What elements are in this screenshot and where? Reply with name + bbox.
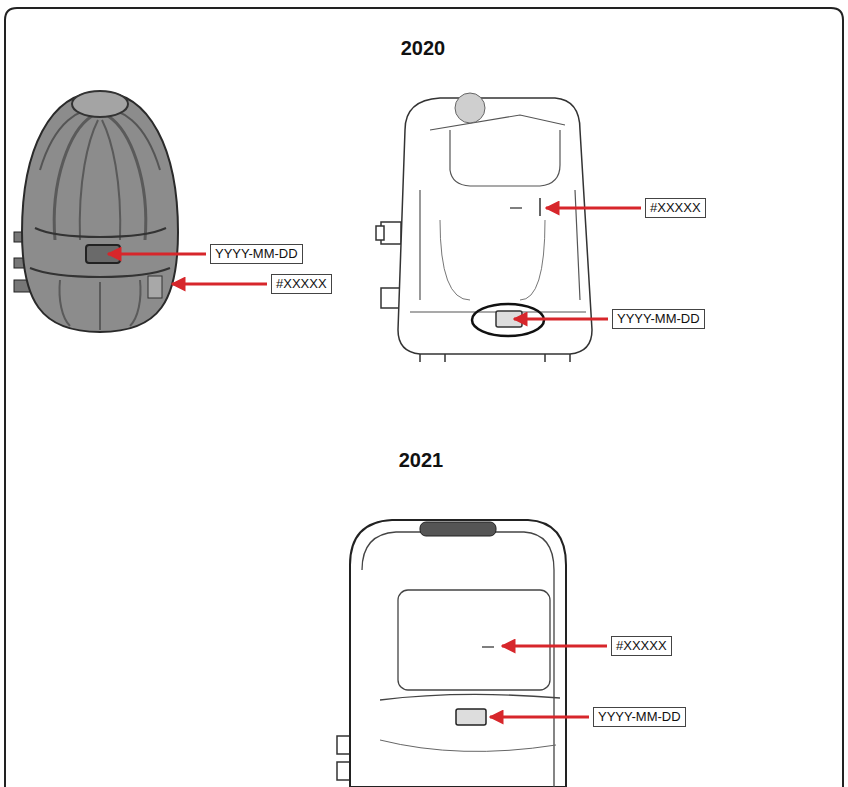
leader-arrows bbox=[108, 208, 641, 717]
connector bbox=[376, 226, 384, 240]
panel-line bbox=[430, 115, 565, 130]
panel-line bbox=[380, 740, 556, 751]
date-window bbox=[456, 709, 486, 725]
serial-mark bbox=[510, 207, 522, 209]
panel-line bbox=[380, 694, 560, 700]
callout-box: YYYY-MM-DD bbox=[593, 707, 686, 727]
serial-plate bbox=[148, 276, 162, 298]
top-bar bbox=[420, 522, 496, 536]
serial-mark bbox=[539, 198, 541, 216]
rib bbox=[108, 116, 146, 240]
panel-line bbox=[440, 220, 545, 300]
frame-border bbox=[5, 8, 843, 787]
rib bbox=[54, 116, 92, 240]
callout-text: YYYY-MM-DD bbox=[617, 311, 700, 327]
device-bottom bbox=[337, 520, 566, 787]
callout-text: YYYY-MM-DD bbox=[598, 709, 681, 725]
callout-box: YYYY-MM-DD bbox=[210, 244, 303, 264]
leader-arrow bbox=[502, 645, 607, 648]
housing bbox=[22, 92, 178, 332]
callout-box: #XXXXX bbox=[611, 636, 672, 656]
callout-text: #XXXXX bbox=[276, 276, 327, 292]
leader-arrow bbox=[514, 318, 608, 321]
rib bbox=[102, 120, 120, 240]
front-panel bbox=[398, 590, 550, 690]
callout-text: #XXXXX bbox=[650, 200, 701, 216]
leader-arrow bbox=[490, 716, 589, 719]
leader-arrow bbox=[172, 283, 267, 286]
device-left bbox=[14, 91, 178, 332]
callout-text: #XXXXX bbox=[616, 638, 667, 654]
callout-box: #XXXXX bbox=[271, 274, 332, 294]
connector bbox=[381, 288, 401, 308]
top-cap bbox=[72, 91, 128, 117]
year-heading: 2021 bbox=[399, 449, 444, 472]
foot bbox=[420, 354, 570, 362]
leader-arrow bbox=[108, 253, 206, 256]
leader-arrow bbox=[546, 207, 641, 210]
panel-line bbox=[450, 130, 560, 186]
band bbox=[35, 228, 166, 237]
serial-mark bbox=[482, 646, 494, 648]
callout-box: #XXXXX bbox=[645, 198, 706, 218]
year-heading: 2020 bbox=[401, 37, 446, 60]
rib bbox=[80, 120, 98, 240]
device-right bbox=[376, 93, 592, 362]
housing bbox=[398, 98, 592, 354]
callout-box: YYYY-MM-DD bbox=[612, 309, 705, 329]
rib bbox=[59, 280, 140, 330]
callout-text: YYYY-MM-DD bbox=[215, 246, 298, 262]
top-knob bbox=[455, 93, 485, 123]
housing bbox=[350, 520, 566, 787]
